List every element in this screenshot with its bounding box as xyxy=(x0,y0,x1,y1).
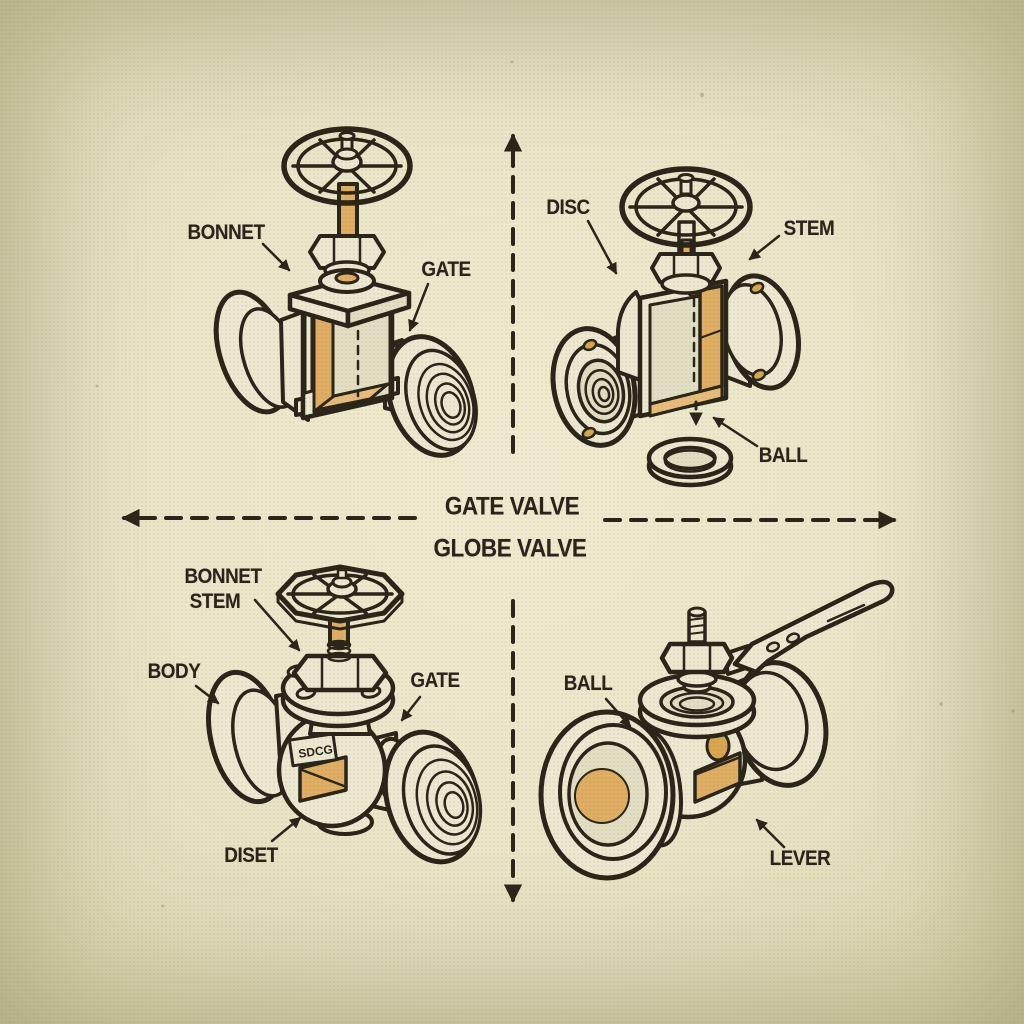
label-ball-top-right: BALL xyxy=(758,444,808,467)
gate-leader-arrow xyxy=(408,282,430,332)
handwheel xyxy=(275,564,405,631)
svg-text:SDCG: SDCG xyxy=(297,742,333,761)
lever-leader-arrow xyxy=(755,818,786,849)
label-lever: LEVER xyxy=(769,847,831,870)
globe-valve-illustration: SDCG xyxy=(206,564,483,865)
label-stem-bottom-left: STEM xyxy=(189,590,241,613)
ball-br-leader-arrow xyxy=(604,697,632,728)
stem-leader-arrow xyxy=(748,234,781,261)
bonnet-leader-arrow xyxy=(261,242,291,272)
label-ball-bottom-right: BALL xyxy=(563,672,613,695)
quadrant-dividers xyxy=(121,133,897,903)
label-body: BODY xyxy=(147,660,201,683)
globe-valve-exploded-illustration xyxy=(550,166,801,488)
label-gate-bottom-left: GATE xyxy=(410,669,460,692)
bonnet-stem-leader-arrow xyxy=(253,598,301,652)
gate-bl-leader-arrow xyxy=(400,695,422,722)
label-diset: DISET xyxy=(224,844,278,867)
title-gate-valve: GATE VALVE xyxy=(444,492,580,521)
label-leader-arrows xyxy=(194,219,786,849)
paper-specks xyxy=(95,60,1015,908)
label-disc: DISC xyxy=(546,196,590,219)
ball-leader-arrow xyxy=(712,416,759,448)
label-bonnet-bottom-left: BONNET xyxy=(184,565,262,588)
handwheel xyxy=(619,166,753,248)
ball-valve-illustration xyxy=(538,579,895,881)
handwheel xyxy=(281,126,413,206)
label-bonnet-top-left: BONNET xyxy=(187,221,265,244)
gate-valve-illustration xyxy=(213,126,478,458)
gasket-ring xyxy=(646,436,734,488)
label-gate-top-left: GATE xyxy=(421,258,471,281)
body-leader-arrow xyxy=(194,684,220,705)
thread-rings xyxy=(417,362,475,442)
diset-leader-arrow xyxy=(270,816,302,843)
disc-leader-arrow xyxy=(586,219,618,275)
title-globe-valve: GLOBE VALVE xyxy=(433,534,587,563)
label-stem-top-right: STEM xyxy=(783,217,835,240)
body-stamp: SDCG xyxy=(287,732,339,768)
lever-handle xyxy=(732,579,895,675)
